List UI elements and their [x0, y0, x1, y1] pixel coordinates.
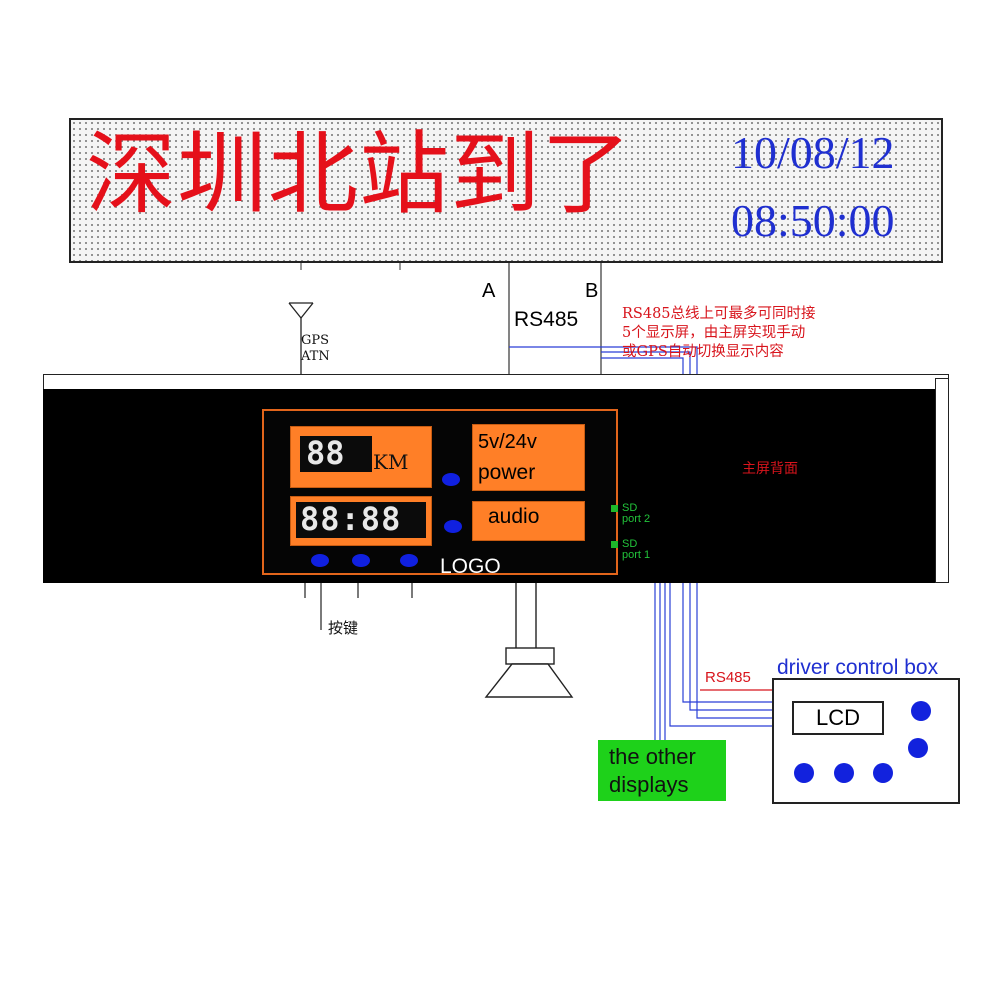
control-button-bottom-2[interactable] [834, 763, 854, 783]
control-box-rs485-label: RS485 [705, 669, 751, 686]
power-label-line2: power [478, 461, 536, 484]
km-digits: 88 [306, 434, 345, 472]
gps-label-line: GPS [301, 333, 330, 348]
power-label-line1: 5v/24v [478, 431, 537, 453]
control-box-lcd: LCD [792, 701, 884, 735]
control-box-title: driver control box [777, 656, 939, 679]
control-button-bottom-3[interactable] [873, 763, 893, 783]
bus-note: RS485总线上可最多可同时接 5个显示屏，由主屏实现手动 或GPS自动切换显示… [622, 305, 816, 362]
panel-key-2[interactable] [352, 554, 370, 567]
sd-port-2-label: SD port 2 [622, 503, 650, 525]
gps-label: GPS ATN [301, 333, 330, 364]
other-displays-line1: the other [609, 744, 696, 769]
main-screen-side-edge [935, 378, 949, 583]
led-station-message: 深圳北站到了 [86, 122, 632, 227]
sd-port-2-icon [611, 505, 618, 512]
sd-port-1-label: SD port 1 [622, 539, 650, 561]
audio-label: audio [488, 505, 540, 528]
sd-port-1-label-line: SD [622, 538, 638, 550]
sd-port-1-label-line: port 1 [622, 549, 651, 561]
bus-note-line: 5个显示屏，由主屏实现手动 [622, 325, 806, 341]
sd-port-1-icon [611, 541, 618, 548]
bus-label-rs485: RS485 [514, 308, 579, 331]
clock-segment-display [296, 502, 426, 538]
other-displays-box: the other displays [598, 740, 726, 801]
panel-key-1[interactable] [311, 554, 329, 567]
control-button-top-right[interactable] [911, 701, 931, 721]
led-time: 08:50:00 [731, 195, 895, 246]
km-unit: KM [373, 450, 409, 474]
clock-digits: 88:88 [300, 500, 402, 538]
keys-leader [304, 583, 413, 630]
panel-button-lower[interactable] [444, 520, 462, 533]
bus-note-line: 或GPS自动切换显示内容 [622, 344, 784, 360]
main-screen-top-edge [43, 374, 949, 390]
main-screen-label: 主屏背面 [742, 461, 798, 477]
bus-note-line: RS485总线上可最多可同时接 [622, 306, 816, 322]
sd-port-2-label-line: port 2 [622, 513, 651, 525]
panel-key-3[interactable] [400, 554, 418, 567]
km-segment-display [300, 436, 372, 472]
sd-port-2-label-line: SD [622, 502, 638, 514]
panel-button-upper[interactable] [442, 473, 460, 486]
panel-logo: LOGO [440, 555, 501, 578]
led-front-display [69, 118, 943, 263]
control-button-mid-right[interactable] [908, 738, 928, 758]
other-displays-line2: displays [609, 772, 689, 797]
audio-box [472, 501, 585, 541]
speaker-icon [484, 575, 574, 698]
bus-label-a: A [482, 280, 496, 302]
gps-label-line: ATN [301, 348, 330, 364]
control-button-bottom-1[interactable] [794, 763, 814, 783]
led-date: 10/08/12 [731, 127, 895, 178]
driver-control-box [772, 678, 960, 804]
power-box [472, 424, 585, 491]
bus-label-b: B [585, 280, 599, 302]
keys-label: 按键 [328, 619, 359, 637]
